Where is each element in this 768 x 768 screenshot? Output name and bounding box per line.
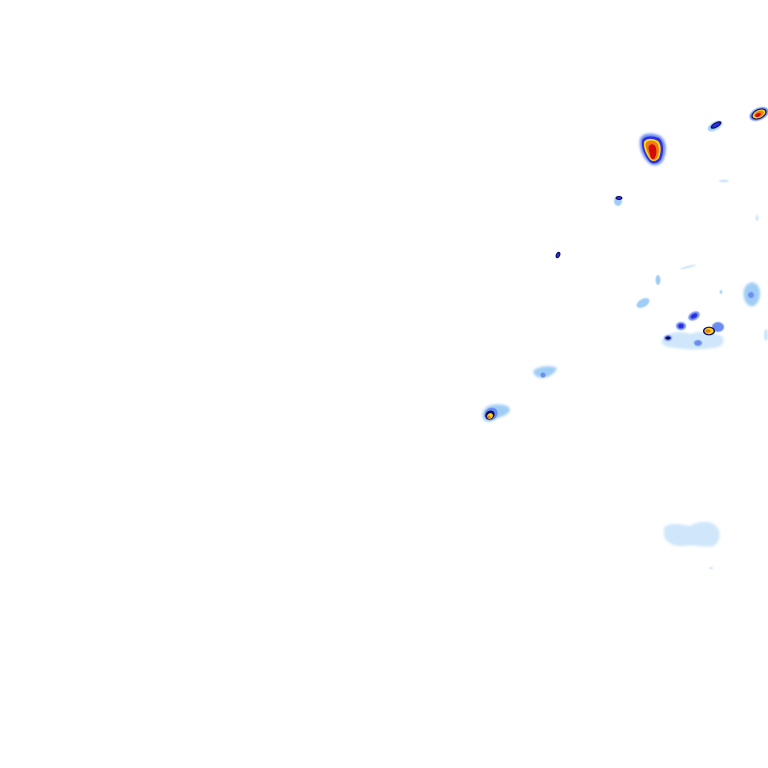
storm-cell-i bbox=[482, 404, 510, 422]
cell-b-red bbox=[755, 112, 761, 118]
cell-j-outer bbox=[664, 521, 720, 547]
storm-cell-b bbox=[749, 107, 768, 121]
cell-g-dot bbox=[748, 292, 754, 298]
cluster-f-blob5 bbox=[712, 322, 724, 332]
cell-i-orange bbox=[487, 415, 491, 419]
storm-cell-d bbox=[614, 196, 623, 206]
storm-cell-h bbox=[533, 366, 557, 378]
cell-g-wisp3 bbox=[719, 179, 729, 183]
cluster-f-wisp bbox=[636, 298, 650, 308]
cell-e-core bbox=[556, 253, 560, 257]
storm-cell-a bbox=[639, 133, 666, 166]
cluster-f-blob2-core bbox=[678, 323, 684, 329]
cluster-f-wisp2 bbox=[655, 275, 661, 285]
cell-g-wisp2 bbox=[755, 215, 759, 221]
storm-cell-f-cluster bbox=[636, 275, 724, 350]
cluster-f-blob4 bbox=[694, 340, 702, 346]
storm-cell-c bbox=[707, 120, 723, 132]
cell-a-red bbox=[648, 144, 657, 160]
cell-h-outer bbox=[533, 366, 557, 378]
cluster-f-cell-orange bbox=[705, 329, 711, 333]
storm-cell-g-right-edge bbox=[680, 179, 768, 341]
cell-g-edge-wisp bbox=[764, 329, 768, 341]
cell-c-core bbox=[712, 122, 720, 128]
cell-j-speck bbox=[709, 567, 713, 569]
cell-d-core bbox=[616, 196, 622, 200]
storm-cell-j bbox=[664, 521, 720, 569]
cell-g-dot2 bbox=[719, 290, 723, 294]
storm-cell-e bbox=[555, 251, 561, 259]
cluster-f-blob3-core bbox=[665, 336, 671, 340]
cluster-f-blob1-core bbox=[690, 313, 698, 319]
cluster-f-haze bbox=[661, 331, 724, 350]
cell-h-core bbox=[540, 372, 546, 378]
cell-g-wisp4 bbox=[680, 264, 696, 270]
